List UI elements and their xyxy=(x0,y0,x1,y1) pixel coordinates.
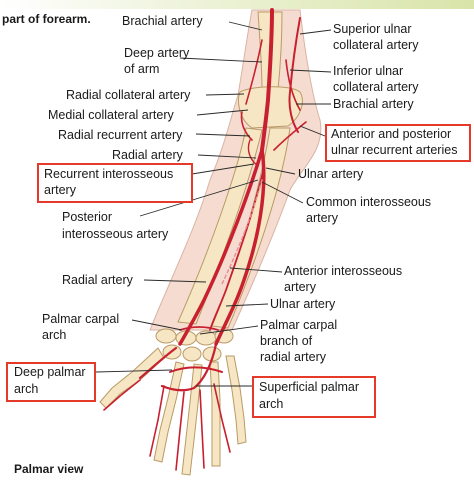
highlight-box-ulnar-recurrent xyxy=(325,124,471,162)
label-superior-ulnar-collateral: Superior ulnar xyxy=(333,22,412,36)
label-deep-palmar-arch: Deep palmar xyxy=(14,365,86,379)
label-palmar-carpal-arch: Palmar carpal xyxy=(42,312,120,326)
label-palmar-carpal-branch-3: radial artery xyxy=(260,350,326,364)
label-radial-artery-lower: Radial artery xyxy=(62,273,133,287)
label-deep-artery-of-arm: Deep artery xyxy=(124,46,190,60)
label-radial-collateral-artery: Radial collateral artery xyxy=(66,88,191,102)
label-brachial-artery-top: Brachial artery xyxy=(122,14,203,28)
label-ant-post-ulnar-recurrent: Anterior and posterior xyxy=(331,127,452,141)
highlight-box-deep-palmar xyxy=(6,362,96,402)
brachial-artery-path xyxy=(260,8,274,152)
top-accent-bar xyxy=(0,0,474,9)
header-text: part of forearm. xyxy=(2,12,91,26)
label-palmar-carpal-branch-2: branch of xyxy=(260,334,313,348)
label-ant-post-ulnar-recurrent-2: ulnar recurrent arteries xyxy=(331,143,458,157)
label-anterior-interosseous: Anterior interosseous xyxy=(284,264,403,278)
label-deep-artery-of-arm-2: of arm xyxy=(124,62,160,76)
label-radial-recurrent-artery: Radial recurrent artery xyxy=(58,128,183,142)
label-recurrent-interosseous: Recurrent interosseous xyxy=(44,167,174,181)
label-ulnar-artery-lower: Ulnar artery xyxy=(270,297,336,311)
label-recurrent-interosseous-2: artery xyxy=(44,183,76,197)
highlight-box-recurrent-interosseous xyxy=(37,163,193,203)
label-brachial-artery-right: Brachial artery xyxy=(333,97,414,111)
label-deep-palmar-arch-2: arch xyxy=(14,382,39,396)
label-radial-artery-upper: Radial artery xyxy=(112,148,183,162)
label-common-interosseous: Common interosseous xyxy=(306,195,432,209)
label-inferior-ulnar-collateral: Inferior ulnar xyxy=(333,64,404,78)
label-palmar-carpal-arch-2: arch xyxy=(42,328,67,342)
label-palmar-carpal-branch: Palmar carpal xyxy=(260,318,338,332)
label-common-interosseous-2: artery xyxy=(306,211,338,225)
label-anterior-interosseous-2: artery xyxy=(284,280,316,294)
radius-bone xyxy=(177,127,263,325)
label-superficial-palmar-arch-2: arch xyxy=(259,397,284,411)
label-superior-ulnar-collateral-2: collateral artery xyxy=(333,38,419,52)
label-medial-collateral-artery: Medial collateral artery xyxy=(48,108,174,122)
ulnar-artery-path xyxy=(214,148,266,346)
label-inferior-ulnar-collateral-2: collateral artery xyxy=(333,80,419,94)
ulna-bone xyxy=(211,127,291,329)
highlight-box-superficial-palmar xyxy=(252,376,376,418)
view-label: Palmar view xyxy=(14,462,84,476)
label-posterior-interosseous: Posterior xyxy=(62,210,113,224)
label-ulnar-artery-upper: Ulnar artery xyxy=(298,167,364,181)
label-superficial-palmar-arch: Superficial palmar xyxy=(259,380,360,394)
label-posterior-interosseous-2: interosseous artery xyxy=(62,227,169,241)
hand-bones xyxy=(99,347,247,476)
